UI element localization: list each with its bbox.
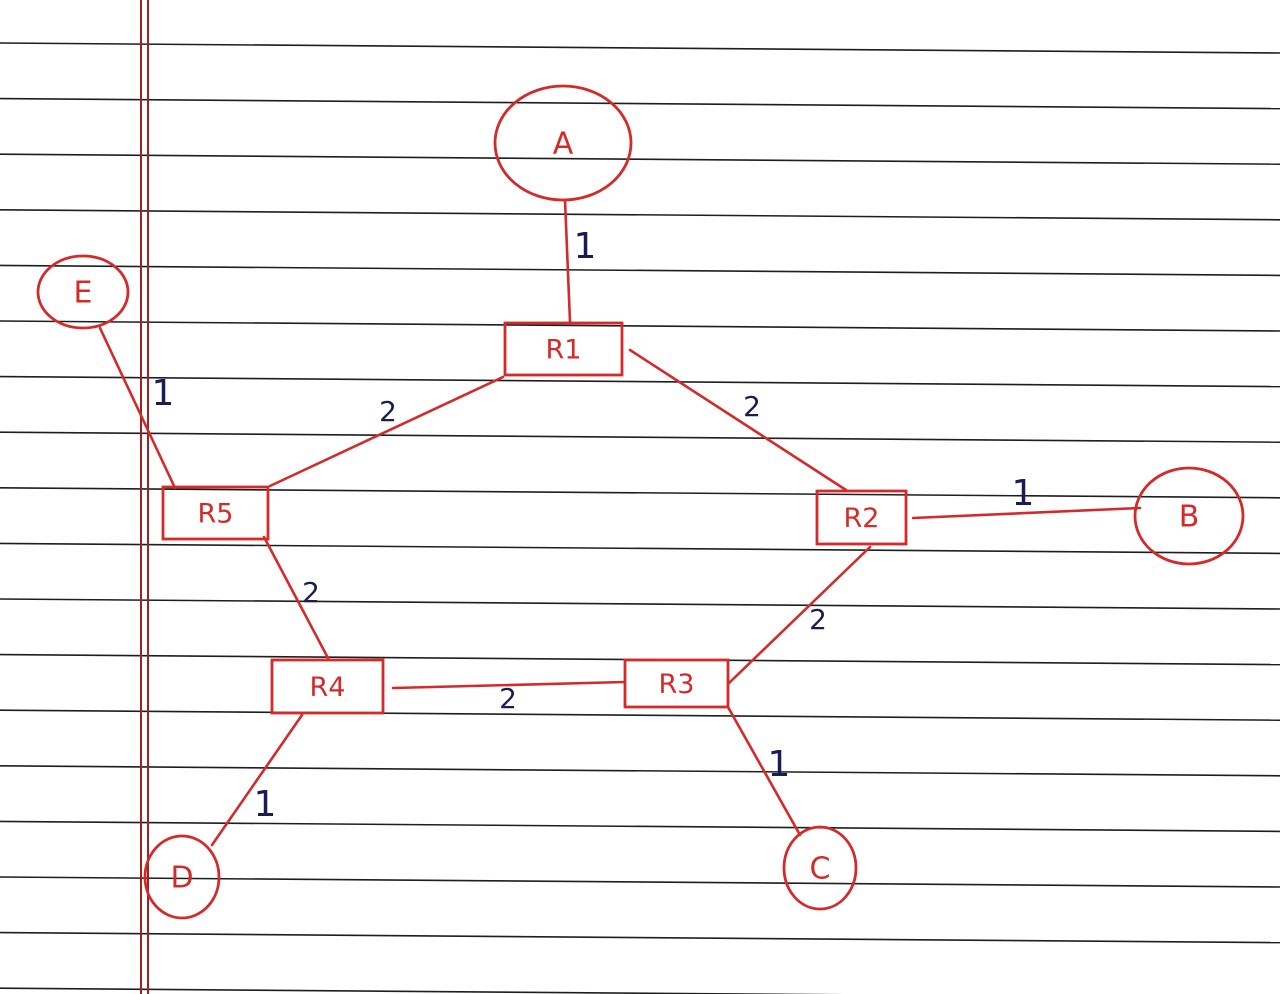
host-node-c — [782, 825, 858, 911]
links-layer — [98, 198, 1142, 847]
host-label-c: C — [810, 852, 831, 887]
router-box-r5 — [161, 485, 270, 541]
rule-line — [0, 987, 845, 994]
router-label-r3: R3 — [659, 669, 695, 700]
link-r3-c — [726, 705, 802, 837]
host-label-a: A — [553, 127, 574, 162]
link-a-r1 — [563, 198, 572, 324]
router-box-r3 — [623, 658, 730, 709]
router-label-r2: R2 — [844, 503, 880, 534]
rule-line — [0, 709, 1280, 721]
host-node-d — [143, 834, 221, 920]
link-weight-r4-r3: 2 — [499, 682, 517, 715]
link-weight-r3-c: 1 — [768, 744, 791, 785]
host-label-b: B — [1179, 500, 1200, 535]
link-r4-r3 — [391, 680, 627, 690]
rule-line — [0, 320, 1280, 332]
host-label-d: D — [170, 861, 193, 896]
link-weight-r2-r3: 2 — [809, 603, 827, 636]
host-node-a — [493, 84, 633, 202]
host-label-e: E — [74, 276, 93, 311]
link-e-r5 — [98, 326, 177, 490]
rule-line — [0, 876, 1280, 888]
link-r2-r3 — [726, 545, 872, 686]
link-weight-r2-b: 1 — [1012, 473, 1035, 514]
rule-line — [0, 931, 1280, 944]
link-weight-r1-r2: 2 — [743, 390, 761, 423]
link-r4-d — [210, 713, 304, 847]
rule-line — [0, 431, 1280, 443]
link-weight-r4-d: 1 — [254, 784, 277, 825]
link-r1-r5 — [268, 375, 505, 488]
router-box-r4 — [270, 658, 385, 715]
rule-line — [0, 375, 1280, 388]
link-weight-r5-r4: 2 — [302, 576, 320, 609]
router-box-r2 — [815, 489, 908, 546]
link-r5-r4 — [262, 535, 330, 660]
link-r1-r2 — [628, 348, 848, 492]
host-node-b — [1133, 466, 1245, 566]
notebook-margin-lines — [140, 0, 149, 994]
router-label-r1: R1 — [546, 335, 582, 366]
router-label-r5: R5 — [198, 499, 234, 530]
router-box-r1 — [503, 321, 624, 377]
link-weights-layer: 1 2 2 1 1 2 2 2 1 1 — [152, 226, 1035, 825]
router-label-r4: R4 — [310, 672, 346, 703]
rule-line — [0, 765, 1280, 777]
rule-line — [0, 542, 1280, 555]
rule-line — [0, 42, 1280, 54]
rule-line — [0, 209, 1280, 221]
rule-line — [0, 598, 1280, 610]
rule-line — [0, 487, 1280, 499]
link-weight-e-r5: 1 — [152, 373, 175, 414]
link-weight-a-r1: 1 — [574, 226, 597, 267]
rule-line — [0, 820, 1280, 833]
link-weight-r1-r5: 2 — [379, 395, 397, 428]
rule-line — [0, 264, 1280, 277]
link-r2-b — [911, 506, 1142, 520]
notebook-rule-lines — [0, 42, 1280, 994]
host-node-e — [36, 254, 130, 330]
rule-line — [0, 97, 1280, 110]
rule-line — [0, 153, 1280, 165]
